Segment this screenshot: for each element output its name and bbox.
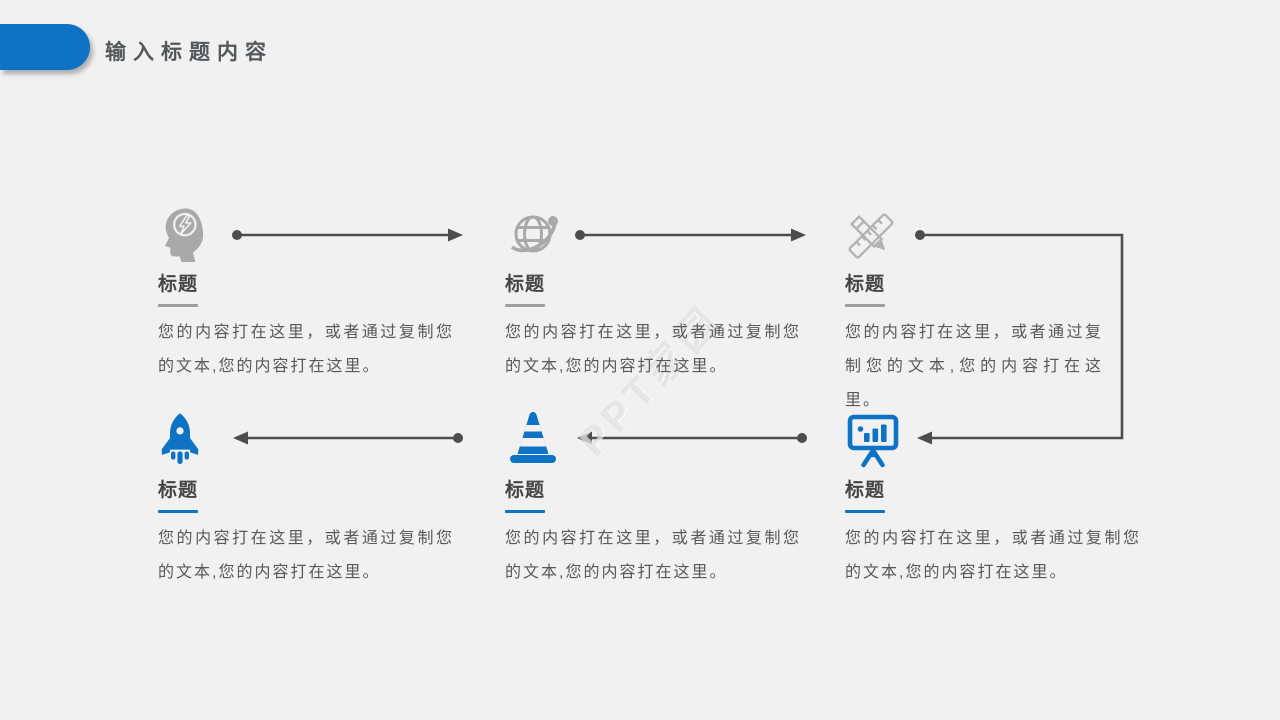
header-accent-pill	[0, 24, 90, 70]
step-block-4: 标题 您的内容打在这里，或者通过复制您的文本,您的内容打在这里。	[158, 410, 454, 590]
step-title-6: 标题	[845, 480, 886, 501]
step-block-5: 标题 您的内容打在这里，或者通过复制您的文本,您的内容打在这里。	[505, 410, 801, 590]
step-body-3: 您的内容打在这里，或者通过复制您的文本,您的内容打在这里。	[845, 324, 1103, 409]
title-underline-6	[845, 510, 885, 513]
title-underline-4	[158, 510, 198, 513]
step-block-6: 标题 您的内容打在这里，或者通过复制您的文本,您的内容打在这里。	[845, 410, 1141, 590]
rocket-icon	[158, 410, 202, 468]
step-body-1: 您的内容打在这里，或者通过复制您的文本,您的内容打在这里。	[158, 324, 454, 375]
step-title-2: 标题	[505, 274, 546, 295]
step-body-4: 您的内容打在这里，或者通过复制您的文本,您的内容打在这里。	[158, 530, 454, 581]
traffic-cone-icon	[505, 410, 561, 468]
step-title-1: 标题	[158, 274, 199, 295]
title-underline-5	[505, 510, 545, 513]
step-body-5: 您的内容打在这里，或者通过复制您的文本,您的内容打在这里。	[505, 530, 801, 581]
globe-orbit-icon	[505, 204, 563, 262]
step-body-6: 您的内容打在这里，或者通过复制您的文本,您的内容打在这里。	[845, 530, 1141, 581]
page-title: 输入标题内容	[105, 41, 273, 64]
step-title-4: 标题	[158, 480, 199, 501]
step-title-5: 标题	[505, 480, 546, 501]
step-title-3: 标题	[845, 274, 886, 295]
step-block-2: 标题 您的内容打在这里，或者通过复制您的文本,您的内容打在这里。	[505, 204, 801, 384]
presentation-chart-icon	[845, 410, 901, 468]
title-underline-1	[158, 304, 198, 307]
step-block-3: 标题 您的内容打在这里，或者通过复制您的文本,您的内容打在这里。	[845, 204, 1103, 418]
brain-head-icon	[158, 204, 204, 262]
pencil-ruler-icon	[845, 204, 897, 262]
title-underline-2	[505, 304, 545, 307]
step-body-2: 您的内容打在这里，或者通过复制您的文本,您的内容打在这里。	[505, 324, 801, 375]
title-underline-3	[845, 304, 885, 307]
step-block-1: 标题 您的内容打在这里，或者通过复制您的文本,您的内容打在这里。	[158, 204, 454, 384]
